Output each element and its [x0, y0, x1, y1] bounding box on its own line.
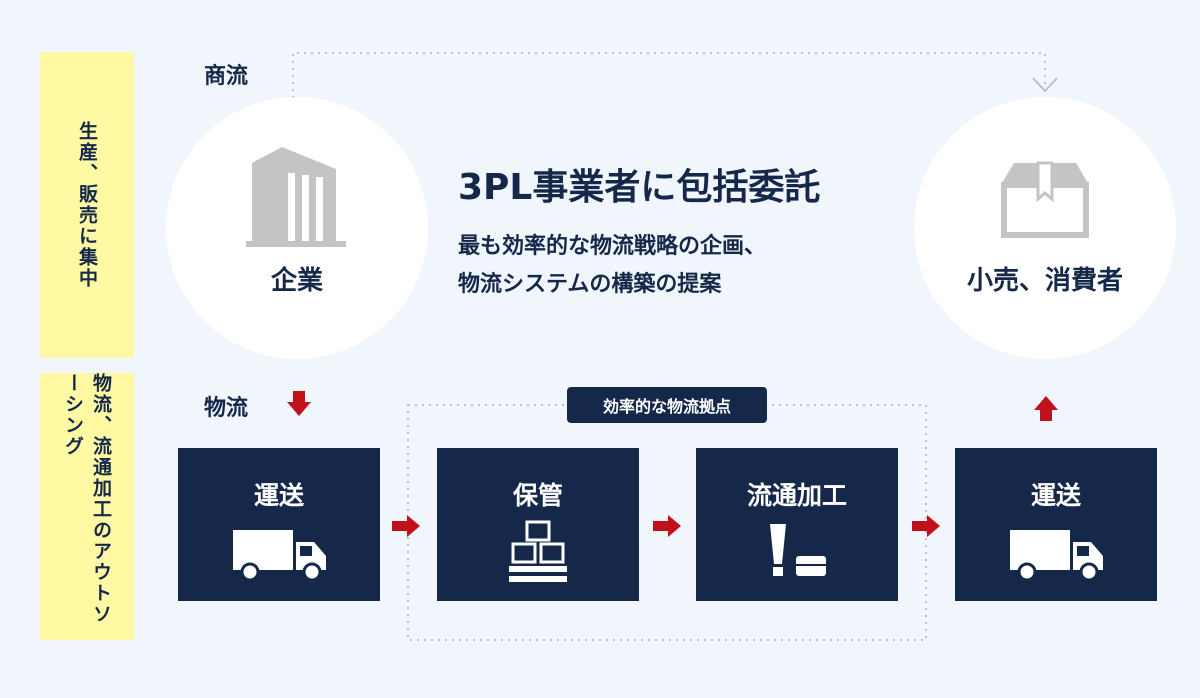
step-label: 流通加工	[746, 481, 847, 510]
company-label: 企業	[270, 266, 323, 296]
right-arrow-icon	[392, 515, 420, 537]
truck-icon	[1010, 530, 1103, 582]
retail-label: 小売、消費者	[966, 266, 1123, 296]
description-line-2: 物流システムの構築の提案	[458, 272, 722, 297]
step-transport-1: 運送	[178, 448, 380, 601]
headline: 3PL事業者に包括委託	[458, 167, 821, 208]
hub-badge: 効率的な物流拠点	[567, 387, 767, 423]
building-icon	[246, 147, 346, 247]
step-storage: 保管	[437, 448, 639, 601]
step-label: 運送	[253, 481, 304, 510]
commerce-title: 商流	[204, 64, 249, 89]
right-arrow-icon	[912, 515, 940, 537]
logistics-title: 物流	[204, 396, 249, 421]
commerce-arrowhead	[1032, 77, 1058, 93]
side-label-production: 生産、販売に集中	[40, 52, 134, 358]
truck-icon	[233, 530, 326, 582]
commerce-flow-line	[292, 52, 1046, 98]
down-arrow-icon	[287, 391, 311, 416]
step-label: 保管	[512, 481, 563, 510]
retail-circle: 小売、消費者	[914, 97, 1176, 359]
step-transport-2: 運送	[955, 448, 1157, 601]
tube-and-case-icon	[770, 524, 826, 576]
step-processing: 流通加工	[696, 448, 898, 601]
stacked-boxes-icon	[509, 520, 567, 582]
side-label-outsourcing: 物流、流通加工のアウトソーシング	[40, 373, 134, 640]
package-icon	[1001, 161, 1089, 238]
description-line-1: 最も効率的な物流戦略の企画、	[458, 234, 767, 259]
company-circle: 企業	[166, 97, 428, 359]
right-arrow-icon	[653, 515, 681, 537]
up-arrow-icon	[1034, 396, 1058, 421]
side-label-outsourcing-text: 物流、流通加工のアウトソーシング	[62, 373, 112, 625]
step-label: 運送	[1030, 481, 1081, 510]
side-label-production-text: 生産、販売に集中	[76, 121, 98, 289]
